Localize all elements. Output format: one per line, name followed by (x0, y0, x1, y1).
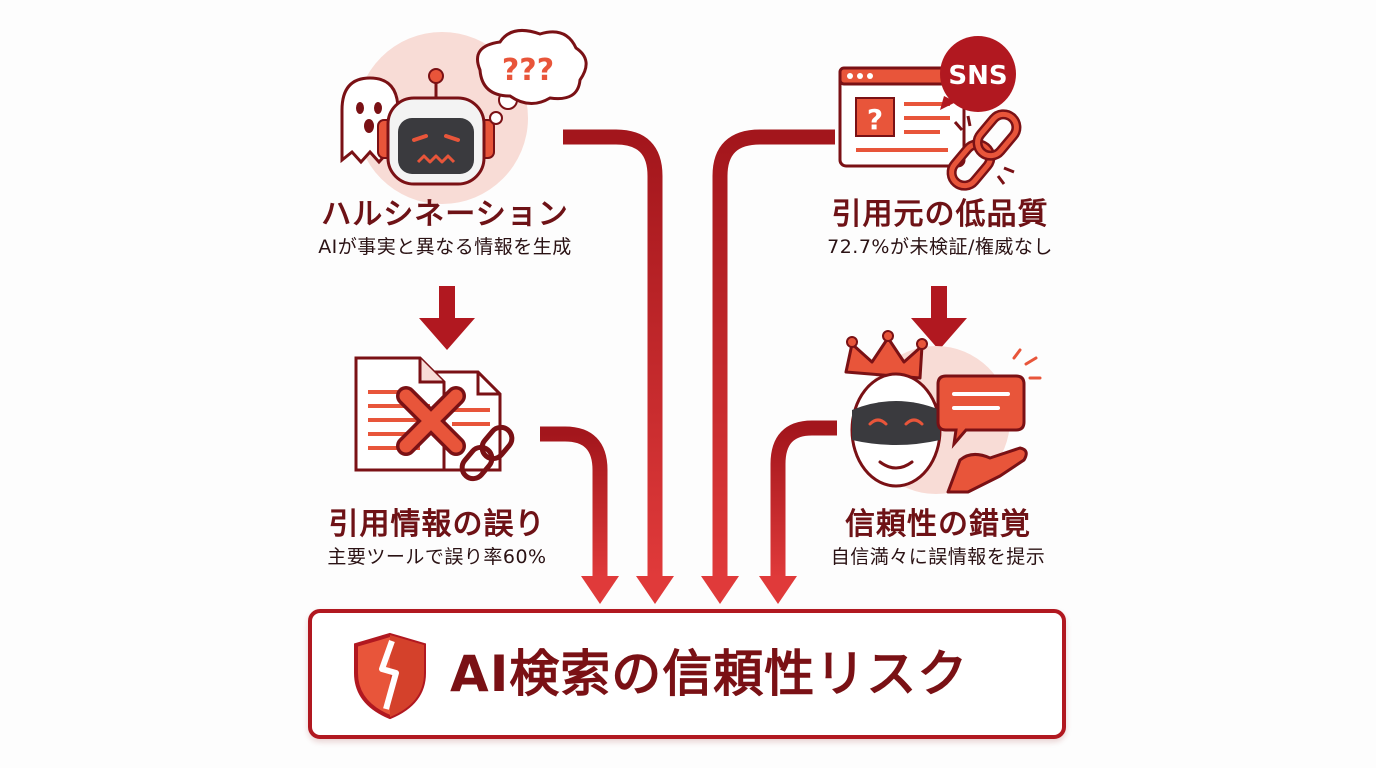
crown-icon (844, 330, 928, 380)
thought-bubble-icon: ??? (476, 28, 588, 125)
node-low-quality-source: 引用元の低品質 72.7%が未検証/権威なし (800, 196, 1080, 260)
sns-badge-icon: SNS (940, 36, 1016, 112)
broken-link-icon (459, 424, 515, 482)
open-hand-icon (946, 446, 1028, 494)
node-hallucination: ハルシネーション AIが事実と異なる情報を生成 (300, 196, 590, 260)
arrow-citation-error-to-result (540, 426, 619, 604)
arrow-hallucination-to-citation-error (419, 286, 475, 350)
arrow-low-quality-to-result (701, 129, 835, 604)
sns-badge-text: SNS (948, 61, 1007, 91)
node-illusion-of-reliability: 信頼性の錯覚 自信満々に誤情報を提示 (808, 506, 1068, 570)
speech-bubble-icon (936, 348, 1042, 449)
masked-face-icon (850, 372, 942, 488)
node-low-quality-source-subtitle: 72.7%が未検証/権威なし (827, 236, 1053, 258)
broken-shield-icon (354, 632, 426, 720)
broken-chain-icon (946, 109, 1022, 191)
node-low-quality-source-title: 引用元の低品質 (831, 197, 1049, 232)
node-illusion-subtitle: 自信満々に誤情報を提示 (830, 546, 1046, 568)
thought-bubble-text: ??? (502, 53, 554, 88)
node-hallucination-title: ハルシネーション (321, 197, 569, 232)
node-citation-error-title: 引用情報の誤り (328, 507, 546, 542)
browser-window-icon: ? (838, 66, 966, 168)
svg-text:?: ? (867, 103, 883, 136)
result-box: AI検索の信頼性リスク (308, 609, 1066, 739)
robot-icon (377, 68, 495, 186)
result-title: AI検索の信頼性リスク (450, 645, 969, 703)
node-hallucination-subtitle: AIが事実と異なる情報を生成 (318, 236, 572, 258)
arrow-low-quality-to-illusion (911, 286, 967, 350)
node-illusion-title: 信頼性の錯覚 (845, 507, 1031, 542)
arrow-illusion-to-result (759, 420, 837, 604)
arrow-hallucination-to-result (563, 129, 674, 604)
x-mark-icon (396, 386, 466, 456)
node-citation-error: 引用情報の誤り 主要ツールで誤り率60% (302, 506, 572, 570)
node-citation-error-subtitle: 主要ツールで誤り率60% (327, 546, 547, 568)
